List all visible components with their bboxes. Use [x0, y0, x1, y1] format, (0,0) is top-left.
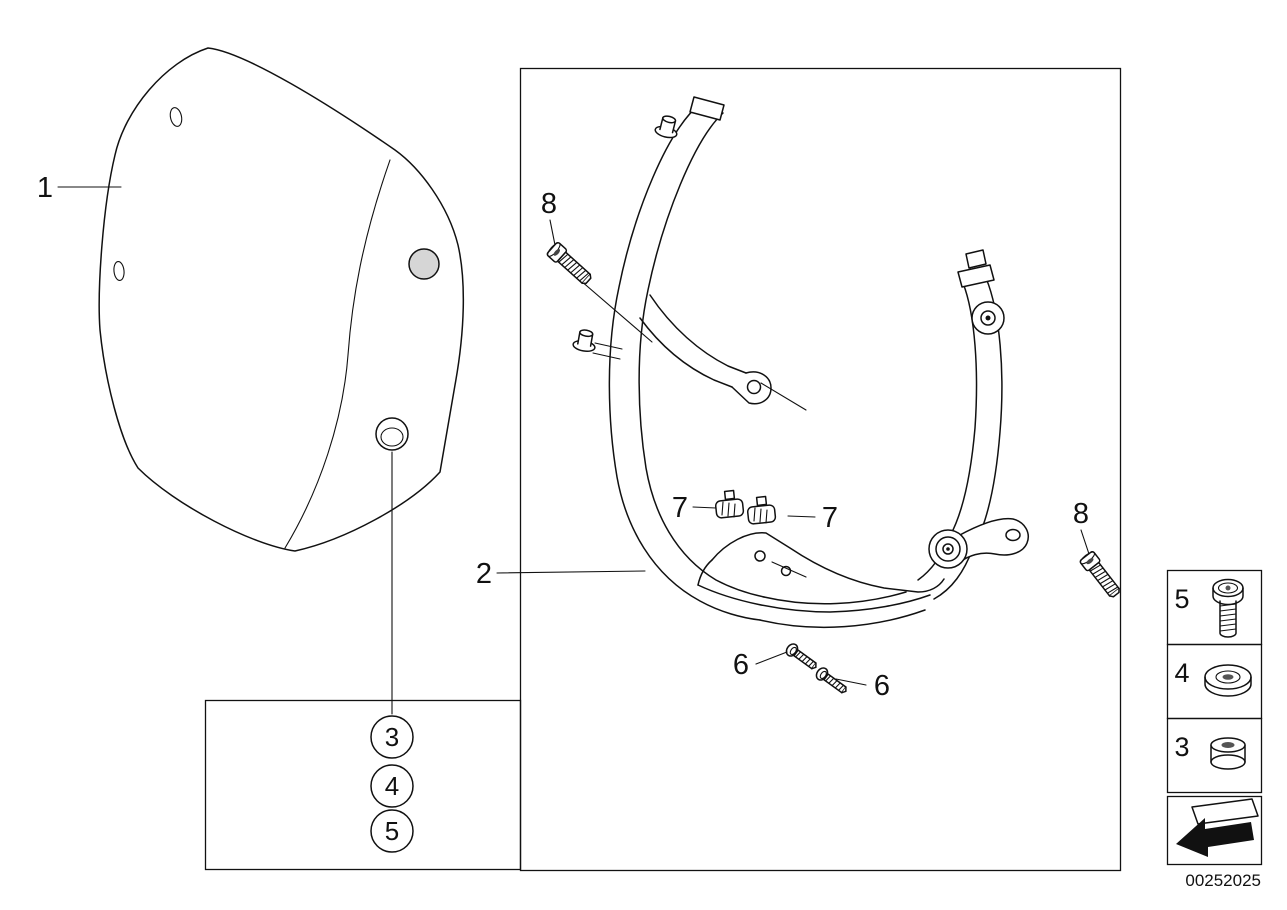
left-tube-outer-edge — [608, 102, 761, 621]
right-tube-top-post — [965, 249, 987, 269]
callouts: 1 2 8 8 7 7 6 6 3 4 5 — [37, 172, 1090, 853]
callout-8-right-leader — [1080, 529, 1090, 555]
legend-item-grommet[interactable]: 3 — [1166, 717, 1263, 794]
windshield-edge-hole-lower — [113, 260, 125, 282]
screw-icon — [1212, 578, 1244, 638]
circled-callout-5-label: 5 — [385, 816, 399, 846]
circled-callout-4-label: 4 — [385, 771, 399, 801]
clamp-screw — [723, 489, 736, 501]
base-plate-hole-right — [780, 565, 792, 577]
mounting-tab-outline — [731, 371, 772, 405]
windshield-mount-hole-lower-inner — [380, 427, 404, 447]
lower-pivot-joint-center — [946, 547, 950, 551]
callout-circle — [370, 809, 414, 853]
legend-item-screw[interactable]: 5 — [1166, 569, 1263, 646]
windshield-outline — [98, 47, 465, 552]
tube-mid-bolt — [571, 327, 599, 354]
left-tube-inner-edge — [638, 112, 765, 598]
windshield-edge-hole-upper — [169, 107, 183, 127]
crossbar-outer-edge — [759, 609, 926, 629]
clamp-ribs — [753, 507, 768, 524]
base-plate-top-edge — [711, 532, 945, 593]
base-plate-hole-left — [754, 550, 766, 562]
right-tube-outer-edge — [933, 277, 1003, 600]
legend-item-3-label: 3 — [1174, 732, 1189, 762]
windshield-mount-hole-lower — [375, 417, 409, 451]
base-plate-front-edge — [697, 584, 931, 613]
washer-icon — [1204, 664, 1252, 697]
callout-2[interactable]: 2 — [476, 558, 492, 590]
page-arrow-icon — [1176, 798, 1259, 857]
legend-box — [1166, 717, 1263, 794]
legend-item-washer[interactable]: 4 — [1166, 643, 1263, 720]
right-tube-end-cap — [957, 264, 995, 288]
crossbar-inner-edge — [763, 591, 907, 605]
eyelet-strap — [957, 517, 1029, 563]
callout-6-left[interactable]: 6 — [733, 649, 749, 681]
cable-clamp-right — [746, 495, 777, 525]
callout-7-left-leader — [692, 506, 717, 509]
lower-pivot-joint-ring — [935, 536, 961, 562]
circled-callout-4[interactable]: 4 — [370, 764, 414, 808]
clamp-body — [714, 498, 745, 519]
callout-6-left-leader — [755, 651, 788, 665]
upper-pivot-joint-inner — [980, 310, 996, 326]
legend-item-5-label: 5 — [1174, 584, 1189, 614]
left-tube-end-cap — [689, 96, 725, 121]
callout-6-right[interactable]: 6 — [874, 670, 890, 702]
tube-top-bolt — [653, 113, 682, 141]
legend-item-page-arrow[interactable] — [1166, 795, 1263, 866]
clamp-ribs — [721, 501, 736, 518]
callout-2-leader — [496, 570, 646, 574]
callout-1[interactable]: 1 — [37, 172, 53, 204]
branch-tube-lower-edge — [639, 317, 733, 388]
callout-6-right-leader — [835, 678, 867, 686]
mounting-tab-hole — [746, 379, 762, 395]
windshield-drawing — [98, 47, 465, 715]
callout-8-left[interactable]: 8 — [541, 188, 557, 220]
mounting-tab-leader-line — [760, 382, 807, 411]
hardware-panel-border — [204, 699, 522, 871]
callout-8-right[interactable]: 8 — [1073, 498, 1089, 530]
callout-7-left[interactable]: 7 — [672, 492, 688, 524]
windshield-mount-hole-upper — [408, 248, 440, 280]
legend-box — [1166, 795, 1263, 866]
legend-sidebar: 5 4 3 — [1166, 569, 1263, 866]
windshield-crease-line — [284, 159, 391, 549]
callout-7-right[interactable]: 7 — [822, 502, 838, 534]
mounting-bracket-drawing — [545, 96, 1124, 698]
base-plate-left-edge — [697, 559, 713, 586]
cable-clamp-left — [714, 489, 745, 519]
base-plate-detail-line — [771, 561, 807, 578]
branch-tube-upper-edge — [649, 294, 747, 374]
grommet-icon — [1210, 737, 1246, 770]
clamp-screw — [755, 495, 768, 507]
circled-callout-5[interactable]: 5 — [370, 809, 414, 853]
legend-item-4-label: 4 — [1174, 658, 1189, 688]
circled-callout-3[interactable]: 3 — [370, 715, 414, 759]
eyelet-hole — [1005, 528, 1021, 542]
upper-pivot-joint-center — [985, 315, 991, 321]
callout-circle — [370, 715, 414, 759]
drawing-number-stamp: 00252025 — [1185, 871, 1261, 890]
plate-screw-6-left — [783, 641, 821, 674]
callout-circle — [370, 764, 414, 808]
circled-callout-3-label: 3 — [385, 722, 399, 752]
callout-7-right-leader — [787, 515, 816, 518]
bracket-panel-border — [519, 67, 1122, 872]
callout-8-left-leader — [549, 219, 556, 246]
mid-bolt-stub-lines — [592, 342, 623, 360]
clamp-body — [746, 504, 777, 525]
mount-bolt-8-left — [545, 240, 595, 288]
mount-bolt-8-right — [1078, 549, 1124, 601]
